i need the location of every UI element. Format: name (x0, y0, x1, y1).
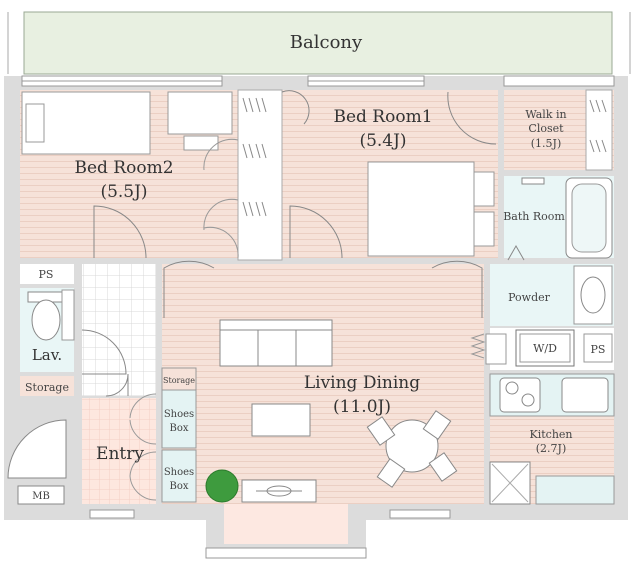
ps-right-box (583, 333, 613, 363)
shoes-box-1 (161, 389, 197, 449)
nightstand (473, 211, 495, 247)
door-swing (289, 205, 343, 259)
door-swing (105, 373, 129, 397)
chair (183, 135, 219, 151)
ps-left-label: PS (39, 268, 54, 281)
closet-hangers (242, 97, 267, 217)
door-swing (93, 205, 147, 259)
sofa (219, 319, 333, 367)
dining-chairs (366, 410, 458, 488)
bathroom-label: Bath Room (503, 210, 565, 223)
toilet-bowl (31, 299, 61, 341)
entry-label: Entry (96, 444, 144, 464)
entry-floor (82, 398, 158, 504)
door-swing (281, 90, 497, 145)
storage-small-box (161, 367, 197, 391)
kitchen-label: Kitchen (530, 428, 573, 441)
folding-door (470, 333, 486, 359)
storage-left-floor (20, 376, 74, 396)
shoes-box-2 (161, 449, 197, 503)
mb-box (17, 485, 65, 505)
lav-counter (61, 289, 75, 341)
bedroom2-label: Bed Room2 (74, 158, 173, 178)
shoes1-label-2: Box (169, 423, 188, 434)
entrance-door (7, 419, 67, 479)
mb-label: MB (32, 491, 50, 502)
hall-floor (82, 264, 156, 396)
kitchen-size: (2.7J) (536, 442, 567, 455)
walkin-hangers (589, 99, 607, 153)
shoes2-label-2: Box (169, 481, 188, 492)
counter-post (485, 333, 507, 365)
bath-fixture (521, 177, 545, 185)
walkin-shelf (585, 89, 613, 171)
coffee-table (251, 403, 311, 437)
walkin-label-2: Closet (528, 122, 564, 135)
bay-window-inner (224, 504, 348, 544)
storage-small-label: Storage (163, 376, 195, 385)
closet-door-swing (203, 138, 239, 259)
burner (505, 381, 519, 395)
shoe-box-doors (129, 393, 157, 501)
sink (580, 276, 606, 314)
walkin-size: (1.5J) (531, 137, 562, 150)
washer-label: W/D (533, 342, 557, 355)
window (89, 509, 451, 559)
ps-right-label: PS (591, 343, 606, 356)
bathtub-inner (571, 183, 607, 253)
nightstand (473, 171, 495, 207)
balcony-area (23, 11, 613, 75)
shoes2-label-1: Shoes (164, 467, 194, 478)
door-swing (163, 260, 483, 318)
burner (521, 393, 535, 407)
closet-bedroom2 (237, 89, 283, 261)
living-size: (11.0J) (333, 397, 391, 417)
shoes1-label-1: Shoes (164, 409, 194, 420)
stove (499, 377, 541, 413)
window (21, 75, 615, 87)
kitchen-cabinet (535, 475, 615, 505)
fridge-x (491, 463, 529, 503)
lav-label: Lav. (32, 346, 62, 364)
bath-door (507, 244, 525, 261)
storage-left-label: Storage (25, 381, 69, 394)
desk (167, 91, 233, 135)
pillow (25, 103, 45, 143)
bedroom1-size: (5.4J) (359, 131, 406, 151)
plant-icon (205, 469, 239, 503)
ps-left-floor (20, 264, 74, 284)
bed-bedroom1 (367, 161, 475, 257)
dining-table (385, 419, 439, 473)
door-swing (81, 329, 127, 375)
washer-inner (519, 333, 571, 363)
living-label: Living Dining (304, 373, 420, 393)
bedroom1-label: Bed Room1 (333, 107, 432, 127)
bedroom2-size: (5.5J) (100, 182, 147, 202)
walkin-label-1: Walk in (525, 108, 566, 121)
powder-label: Powder (508, 291, 551, 304)
kitchen-sink (561, 377, 609, 413)
balcony-label: Balcony (290, 32, 363, 53)
